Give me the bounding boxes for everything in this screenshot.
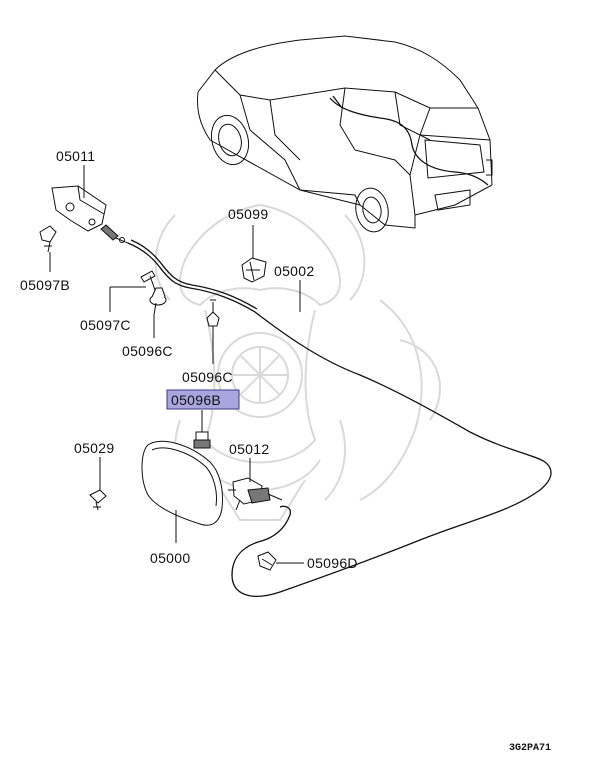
leader-lines [49, 165, 304, 564]
clamp-05096c-mid [206, 299, 220, 327]
vehicle-illustration [197, 35, 493, 233]
callout-05012: 05012 [229, 441, 269, 457]
callout-05096b: 05096B [171, 392, 221, 408]
callout-05096d: 05096D [307, 555, 358, 571]
fuel-filler-lid [141, 440, 223, 526]
callout-05096c-left: 05096C [122, 343, 173, 359]
screw-05097c [140, 270, 156, 291]
clip-05097b [39, 225, 57, 253]
callout-05011: 05011 [56, 148, 95, 164]
figure-code: 3G2PA71 [509, 743, 551, 754]
clamp-05096c-left [149, 287, 167, 316]
callout-labels: 05011 05097B 05097C 05096C 05096C 05096B… [20, 148, 551, 754]
latch-05099 [241, 257, 267, 283]
release-cable [127, 242, 552, 597]
clamp-05096d [257, 551, 277, 571]
callout-05099: 05099 [228, 206, 268, 222]
callout-05002: 05002 [274, 263, 314, 279]
callout-05097b: 05097B [20, 277, 70, 293]
clip-05096b [193, 431, 211, 449]
highlight-box [166, 389, 240, 410]
lid-lock-actuator [228, 477, 283, 511]
callout-05096c-mid: 05096C [182, 369, 233, 385]
callout-05097c: 05097C [80, 317, 131, 333]
callout-05029: 05029 [74, 440, 114, 456]
callout-05000: 05000 [150, 550, 190, 566]
screw-05029 [89, 489, 107, 511]
fuel-lid-release-lever [51, 185, 131, 245]
